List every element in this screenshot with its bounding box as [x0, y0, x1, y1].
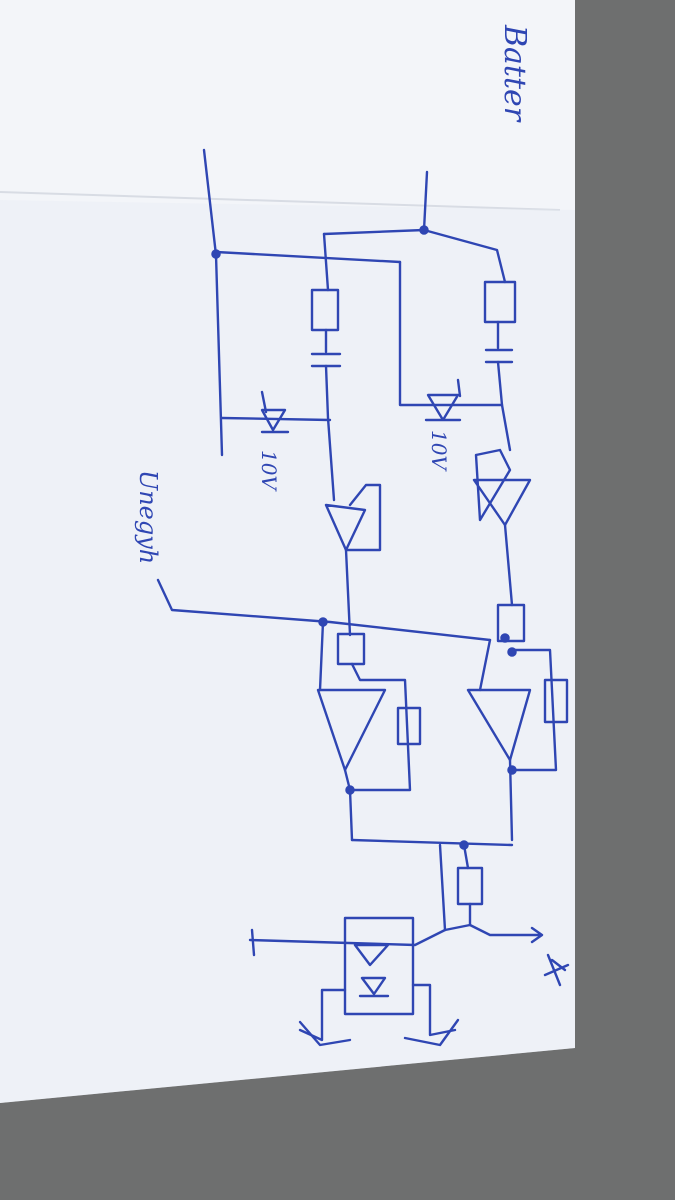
- left-branch: [220, 232, 382, 637]
- output-section: [248, 838, 570, 1047]
- optocoupler: [343, 916, 415, 1016]
- buffer-left: [324, 503, 367, 552]
- zener-left-label: 10V: [257, 450, 281, 492]
- transistor: [443, 923, 544, 944]
- zener-diode-right: [424, 393, 462, 422]
- right-branch: [398, 260, 532, 607]
- opamp-right: [466, 688, 532, 762]
- paper-shade: [0, 200, 575, 1103]
- scribble-batter: Batter: [497, 24, 532, 123]
- zener-diode-left: [260, 408, 290, 434]
- zener-right-label: 10V: [427, 430, 451, 472]
- scribble-text: Batter: [497, 24, 532, 123]
- resistor-right-mid: [496, 603, 526, 643]
- opamp-left: [316, 688, 387, 772]
- svg-text:Unegyh: Unegyh: [134, 470, 162, 564]
- svg-text:10V: 10V: [427, 430, 451, 472]
- opamp-stage: [156, 578, 569, 842]
- resistor-right-top: [483, 280, 517, 324]
- ground-symbol: [543, 953, 570, 987]
- paper-sheet: [0, 0, 575, 1103]
- resistor-right-feedback: [543, 678, 569, 724]
- resistor-left-feedback: [396, 706, 422, 746]
- svg-text:10V: 10V: [257, 450, 281, 492]
- supply-rails: [202, 148, 507, 457]
- input-label: Unegyh: [134, 470, 162, 564]
- paper-fold: [0, 191, 561, 211]
